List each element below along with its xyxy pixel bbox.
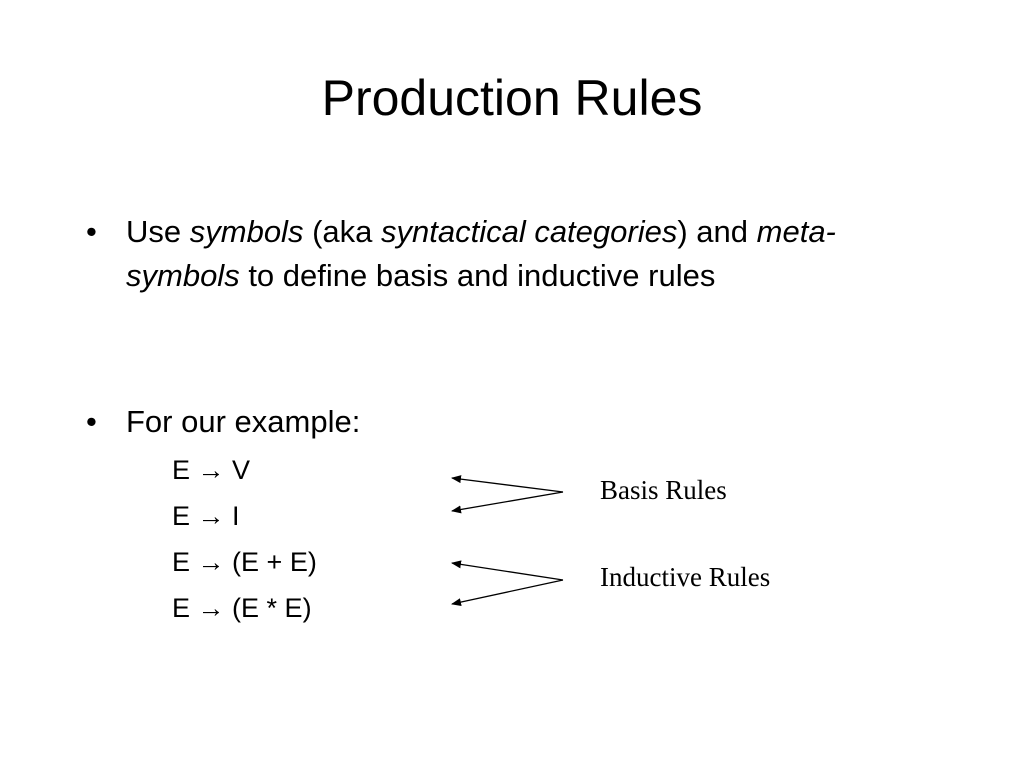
rule-lhs: E <box>172 547 191 577</box>
rule-rhs: I <box>232 501 240 531</box>
term-meta-symbols: meta-symbols <box>126 214 836 293</box>
rule-rhs: (E * E) <box>232 593 312 623</box>
production-rule: E → V <box>172 453 250 487</box>
bullet-1-text: Use symbols (aka syntactical categories)… <box>126 210 946 298</box>
rule-arrow: → <box>197 547 225 577</box>
rule-lhs: E <box>172 593 191 623</box>
rule-arrow: → <box>197 593 225 623</box>
bullet-1-segment: ) and <box>677 214 757 249</box>
production-rule: E → (E + E) <box>172 545 317 579</box>
arrow-to-rule-4 <box>451 579 564 607</box>
production-rule: E → I <box>172 499 240 533</box>
basis-rules-label: Basis Rules <box>600 475 727 505</box>
bullet-1-segment: to define basis and inductive rules <box>239 258 716 293</box>
rule-rhs: (E + E) <box>232 547 317 577</box>
rule-rhs: V <box>232 455 251 485</box>
rule-arrow: → <box>197 455 225 485</box>
term-syntactical-categories: syntactical categories <box>380 214 678 249</box>
rule-lhs: E <box>172 455 191 485</box>
bullet-1-segment: (aka <box>303 214 381 249</box>
bullet-2-text: For our example: <box>126 404 361 439</box>
inductive-rules-label: Inductive Rules <box>600 562 771 592</box>
bullet-marker: • <box>86 214 97 249</box>
term-symbols: symbols <box>189 214 304 249</box>
bullet-1-segment: Use <box>126 214 190 249</box>
bullet-marker: • <box>86 404 97 439</box>
rule-arrow: → <box>197 501 225 531</box>
production-rule: E → (E * E) <box>172 591 312 625</box>
arrow-to-rule-1 <box>451 475 564 493</box>
arrow-to-rule-3 <box>451 560 564 581</box>
slide-title: Production Rules <box>321 70 703 126</box>
rule-lhs: E <box>172 501 191 531</box>
arrow-to-rule-2 <box>451 491 564 514</box>
